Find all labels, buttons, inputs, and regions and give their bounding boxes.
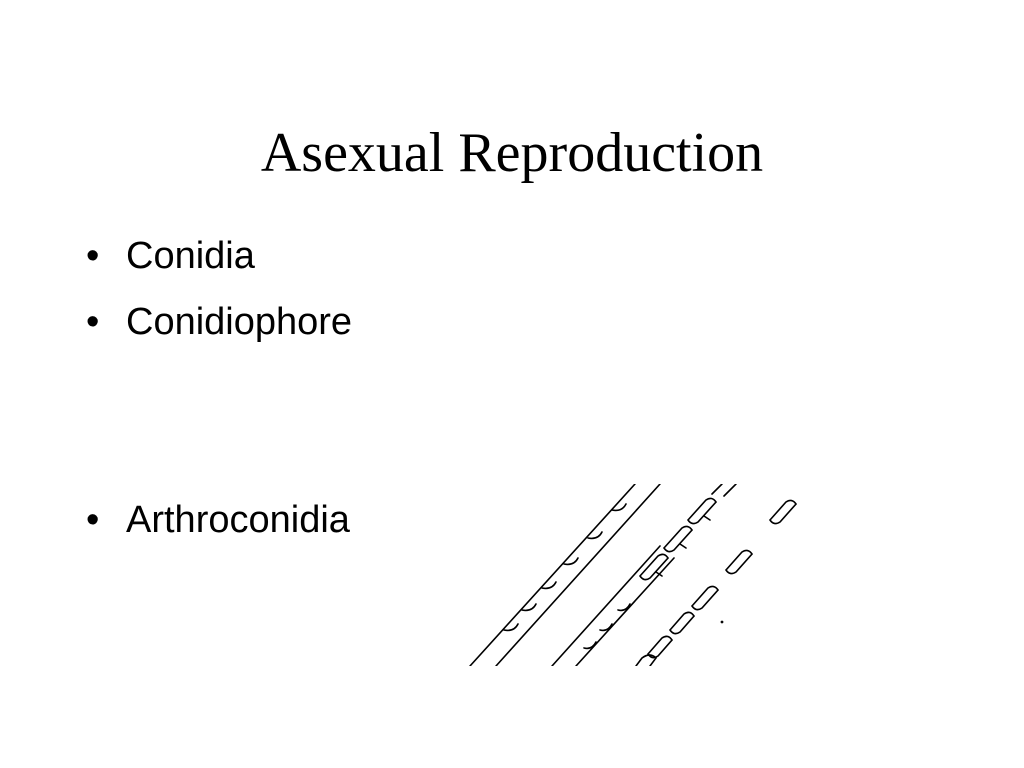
bullet-text: Conidia	[126, 235, 255, 277]
bullet-item-conidiophore: • Conidiophore	[86, 298, 352, 346]
bullet-item-arthroconidia: • Arthroconidia	[86, 496, 350, 544]
hypha-septate-1	[469, 484, 661, 666]
bullet-glyph: •	[86, 301, 100, 343]
arthroconidia-chain	[635, 585, 720, 666]
bullet-glyph: •	[86, 499, 100, 541]
hypha-fragmenting-2	[551, 484, 737, 666]
bullet-glyph: •	[86, 235, 100, 277]
bullet-item-conidia: • Conidia	[86, 232, 255, 280]
slide-title: Asexual Reproduction	[260, 122, 764, 184]
bullet-text: Conidiophore	[126, 301, 353, 343]
free-arthroconidia	[720, 499, 798, 624]
arthroconidia-hyphae-drawing-icon	[469, 484, 798, 666]
bullet-text: Arthroconidia	[126, 499, 350, 541]
